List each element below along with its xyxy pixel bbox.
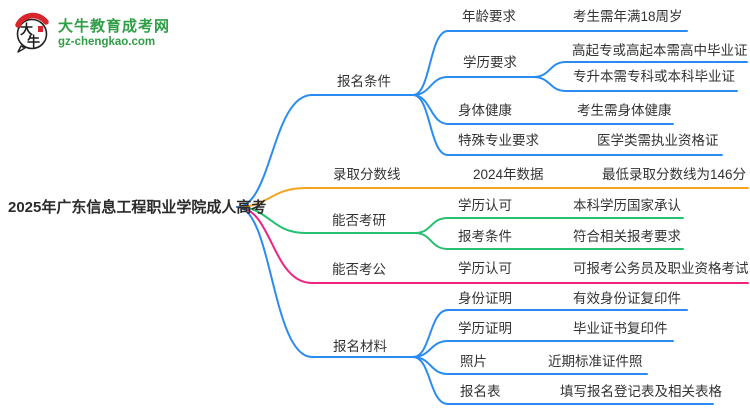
branch-line-nengfou-kaogong <box>236 206 749 284</box>
leaf-zhuanke-biyezheng: 专升本需专科或本科毕业证 <box>573 69 735 84</box>
leaf-man18-zhousui: 考生需年满18周岁 <box>573 9 683 24</box>
subtopic-nianling-yaoqiu: 年龄要求 <box>462 9 516 24</box>
svg-text:牛: 牛 <box>27 34 40 49</box>
logo-text-block: 大牛教育成考网 gz-chengkao.com <box>58 18 170 49</box>
line-baomingbiao <box>412 356 714 405</box>
branch-label-baoming-cailiao: 报名材料 <box>333 339 387 354</box>
line-nianling-yaoqiu <box>412 30 688 96</box>
central-topic: 2025年广东信息工程职业学院成人高考 <box>8 199 267 216</box>
branch-line-baoming-cailiao <box>236 206 414 358</box>
leaf-zhengjianzhao: 近期标准证件照 <box>548 354 643 369</box>
line-xueli-zhengming <box>412 340 674 358</box>
subtopic-xueli-renke-kaoyan: 学历认可 <box>458 198 512 213</box>
branch-line-luqu-fenshuxian <box>236 187 749 208</box>
leaf-shenfenzheng-fuyinjian: 有效身份证复印件 <box>573 291 681 306</box>
subtopic-2024-shuju: 2024年数据 <box>473 167 544 182</box>
site-logo[interactable]: 大 牛 大牛教育成考网 gz-chengkao.com <box>14 12 170 54</box>
subtopic-zhaopian: 照片 <box>460 354 487 369</box>
subtopic-teshu-zhuanye: 特殊专业要求 <box>458 133 539 148</box>
line-zhuanshengben-leaf <box>532 76 738 92</box>
logo-domain-url: gz-chengkao.com <box>58 36 156 48</box>
leaf-guojia-chengren: 本科学历国家承认 <box>573 198 681 213</box>
leaf-biyezhengshu-fuyinjian: 毕业证书复印件 <box>573 321 668 336</box>
subtopic-xueli-renke-kaogong: 学历认可 <box>458 261 512 276</box>
subtopic-shenti-jiankang: 身体健康 <box>458 103 512 118</box>
line-baokao-tiaojian <box>414 232 684 250</box>
branch-line-nengfou-kaoyan <box>236 206 416 234</box>
svg-text:大: 大 <box>20 22 33 37</box>
leaf-zuidi-146fen: 最低录取分数线为146分 <box>602 167 747 182</box>
leaf-gongwuyuan-kaoshi: 可报考公务员及职业资格考试 <box>573 261 749 276</box>
branch-label-luqu-fenshuxian: 录取分数线 <box>333 167 401 182</box>
daniu-logo-icon: 大 牛 <box>15 12 49 53</box>
subtopic-xueli-zhengming: 学历证明 <box>458 321 512 336</box>
logo-title: 大牛教育成考网 <box>58 18 171 35</box>
leaf-gaozhong-biyezheng: 高起专或高起本需高中毕业证 <box>572 43 748 58</box>
line-teshu-zhuanye <box>412 94 723 156</box>
branch-line-baoming-tiaojian <box>236 94 414 208</box>
subtopic-baokao-tiaojian: 报考条件 <box>458 229 512 244</box>
branch-label-nengfou-kaoyan: 能否考研 <box>332 213 386 228</box>
subtopic-xueli-yaoqiu: 学历要求 <box>463 55 517 70</box>
subtopic-shenfen-zhengming: 身份证明 <box>458 291 512 306</box>
line-shenfen-zhengming <box>412 309 688 358</box>
branch-label-nengfou-kaogong: 能否考公 <box>332 262 386 277</box>
leaf-yixuelei-zigezheng: 医学类需执业资格证 <box>597 133 719 148</box>
line-xueli-yaoqiu <box>412 76 534 96</box>
leaf-dengjibiao-biaoge: 填写报名登记表及相关表格 <box>560 384 722 399</box>
branch-label-baoming-tiaojian: 报名条件 <box>337 74 391 89</box>
leaf-shenti-jiankang: 考生需身体健康 <box>577 103 672 118</box>
leaf-fuhe-yaoqiu: 符合相关报考要求 <box>573 229 681 244</box>
subtopic-baomingbiao: 报名表 <box>460 384 501 399</box>
